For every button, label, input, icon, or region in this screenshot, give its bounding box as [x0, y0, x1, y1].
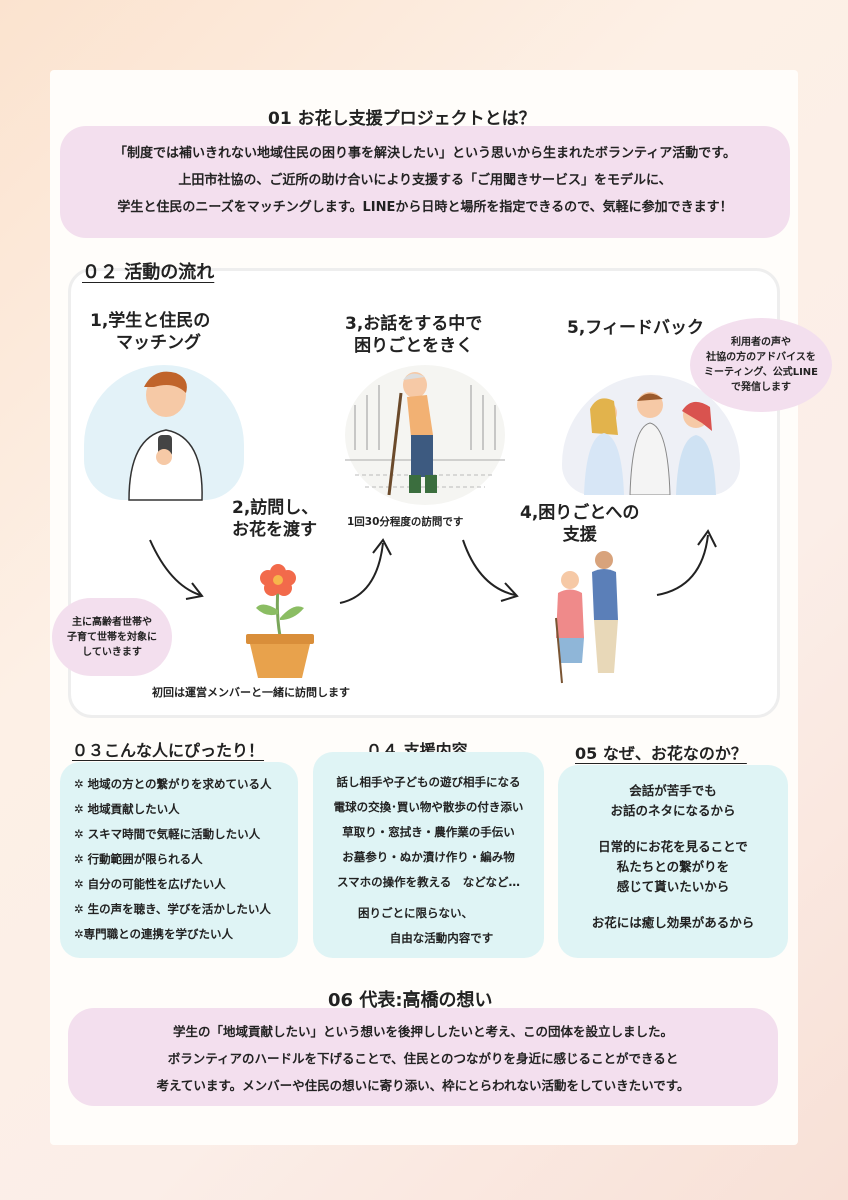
- bullet-icon: ✲: [74, 777, 84, 791]
- flower-pot-icon: [240, 558, 320, 682]
- support-content-box: 話し相手や子どもの遊び相手になる 電球の交換･買い物や散歩の付き添い 草取り・窓…: [313, 752, 544, 958]
- support-item: 話し相手や子どもの遊び相手になる: [336, 775, 521, 789]
- support-footer-line: 困りごとに限らない、: [358, 906, 473, 920]
- message-line: 学生の「地域貢献したい」という想いを後押ししたいと考え、この団体を設立しました。: [172, 1024, 673, 1039]
- suitable-people-box: ✲ 地域の方との繋がりを求めている人 ✲ 地域貢献したい人 ✲ スキマ時間で気軽…: [60, 762, 298, 958]
- support-footer: 困りごとに限らない、 自由な活動内容です: [313, 901, 544, 951]
- suitable-person-item: ✲ 地域の方との繋がりを求めている人: [74, 772, 298, 797]
- suitable-person-item: ✲ 行動範囲が限られる人: [74, 847, 298, 872]
- flow-arrow-1: [149, 539, 204, 600]
- suitable-person-text: 行動範囲が限られる人: [87, 852, 203, 866]
- reason-line: お話のネタになるから: [610, 803, 736, 818]
- section-03-title: ０３こんな人にぴったり！: [72, 741, 265, 760]
- section-01-description: 「制度では補いきれない地域住民の困り事を解決したい」という思いから生まれたボラン…: [60, 126, 790, 238]
- step-1-label: 1,学生と住民の マッチング: [90, 310, 210, 354]
- step-5-label: 5,フィードバック: [567, 318, 704, 338]
- bullet-icon: ✲: [74, 902, 84, 916]
- step-3-line: 3,お話をする中で: [345, 314, 483, 334]
- target-bubble-line: していきます: [82, 646, 142, 658]
- suitable-person-item: ✲ 地域貢献したい人: [74, 797, 298, 822]
- visit-duration-note: 1回30分程度の訪問です: [347, 516, 464, 528]
- section-02-title: ０２ 活動の流れ: [82, 262, 215, 283]
- representative-message: 学生の「地域貢献したい」という想いを後押ししたいと考え、この団体を設立しました。…: [68, 1008, 778, 1106]
- farmer-illustration: [345, 365, 505, 505]
- support-footer-line: 自由な活動内容です: [389, 931, 494, 945]
- reason-line: 会話が苦手でも: [629, 783, 717, 798]
- step-4-line: 支援: [562, 525, 597, 545]
- suitable-person-text: 生の声を聴き、学びを活かしたい人: [87, 902, 271, 916]
- section-01-line: 上田市社協の、ご近所の助け合いにより支援する「ご用聞きサービス」をモデルに、: [178, 173, 672, 188]
- step-3-line: 困りごとをきく: [354, 336, 474, 356]
- matching-illustration: [84, 365, 244, 501]
- suitable-person-text: スキマ時間で気軽に活動したい人: [87, 827, 261, 841]
- reason-line: 感じて貰いたいから: [616, 879, 730, 894]
- reason-line: 私たちとの繋がりを: [616, 859, 730, 874]
- message-line: ボランティアのハードルを下げることで、住民とのつながりを身近に感じることができる…: [167, 1051, 679, 1066]
- why-flowers-box: 会話が苦手でも お話のネタになるから 日常的にお花を見ることで 私たちとの繋がり…: [558, 765, 788, 958]
- step-2-line: 2,訪問し、: [232, 498, 319, 518]
- section-01-line: 学生と住民のニーズをマッチングします。LINEから日時と場所を指定できるので、気…: [117, 200, 733, 215]
- step-1-line: 1,学生と住民の: [90, 311, 211, 331]
- suitable-person-item: ✲ スキマ時間で気軽に活動したい人: [74, 822, 298, 847]
- step-2-line: お花を渡す: [232, 520, 317, 540]
- feedback-bubble-line: ミーティング、公式LINE: [704, 367, 818, 378]
- bullet-icon: ✲: [74, 802, 84, 816]
- feedback-bubble-line: で発信します: [731, 382, 791, 393]
- feedback-bubble-line: 利用者の声や: [731, 337, 791, 348]
- flow-arrow-4: [656, 529, 717, 596]
- step-2-label: 2,訪問し、 お花を渡す: [232, 497, 318, 541]
- support-item: 電球の交換･買い物や散歩の付き添い: [333, 800, 524, 814]
- section-06-title: 06 代表:高橋の想い: [328, 990, 493, 1011]
- bullet-icon: ✲: [74, 827, 84, 841]
- bullet-icon: ✲: [74, 877, 84, 891]
- step-4-label: 4,困りごとへの 支援: [520, 502, 639, 546]
- suitable-person-item: ✲ 生の声を聴き、学びを活かしたい人: [74, 897, 298, 922]
- step-1-line: マッチング: [116, 333, 201, 353]
- support-item: スマホの操作を教える などなど…: [336, 875, 521, 889]
- support-illustration: [548, 548, 638, 688]
- bullet-icon: ✲: [74, 927, 84, 941]
- target-households-bubble: 主に高齢者世帯や 子育て世帯を対象に していきます: [52, 598, 172, 676]
- feedback-bubble: 利用者の声や 社協の方のアドバイスを ミーティング、公式LINE で発信します: [690, 318, 832, 412]
- suitable-person-text: 自分の可能性を広げたい人: [87, 877, 226, 891]
- section-01-title: 01 お花し支援プロジェクトとは？: [268, 109, 536, 129]
- flow-arrow-3: [462, 539, 519, 602]
- suitable-person-text: 地域貢献したい人: [87, 802, 180, 816]
- suitable-person-item: ✲ 自分の可能性を広げたい人: [74, 872, 298, 897]
- suitable-person-text: 地域の方との繋がりを求めている人: [87, 777, 272, 791]
- target-bubble-line: 主に高齢者世帯や: [72, 616, 152, 628]
- suitable-person-text: 専門職との連携を学びたい人: [83, 927, 234, 941]
- step-3-label: 3,お話をする中で 困りごとをきく: [345, 313, 482, 357]
- suitable-person-item: ✲専門職との連携を学びたい人: [74, 922, 298, 947]
- support-item: お墓参り・ぬか漬け作り・編み物: [342, 850, 515, 864]
- support-item: 草取り・窓拭き・農作業の手伝い: [342, 825, 515, 839]
- flow-arrow-2: [339, 538, 392, 604]
- message-line: 考えています。メンバーや住民の想いに寄り添い、枠にとらわれない活動をしていきたい…: [156, 1078, 690, 1093]
- target-bubble-line: 子育て世帯を対象に: [67, 631, 157, 643]
- section-01-line: 「制度では補いきれない地域住民の困り事を解決したい」という思いから生まれたボラン…: [114, 146, 736, 161]
- reason-line: お花には癒し効果があるから: [591, 915, 755, 930]
- reason-line: 日常的にお花を見ることで: [598, 839, 748, 854]
- step-4-line: 4,困りごとへの: [520, 503, 640, 523]
- feedback-bubble-line: 社協の方のアドバイスを: [706, 352, 816, 363]
- bullet-icon: ✲: [74, 852, 84, 866]
- section-05-title: 05 なぜ、お花なのか？: [575, 744, 747, 763]
- first-visit-note: 初回は運営メンバーと一緒に訪問します: [152, 686, 350, 699]
